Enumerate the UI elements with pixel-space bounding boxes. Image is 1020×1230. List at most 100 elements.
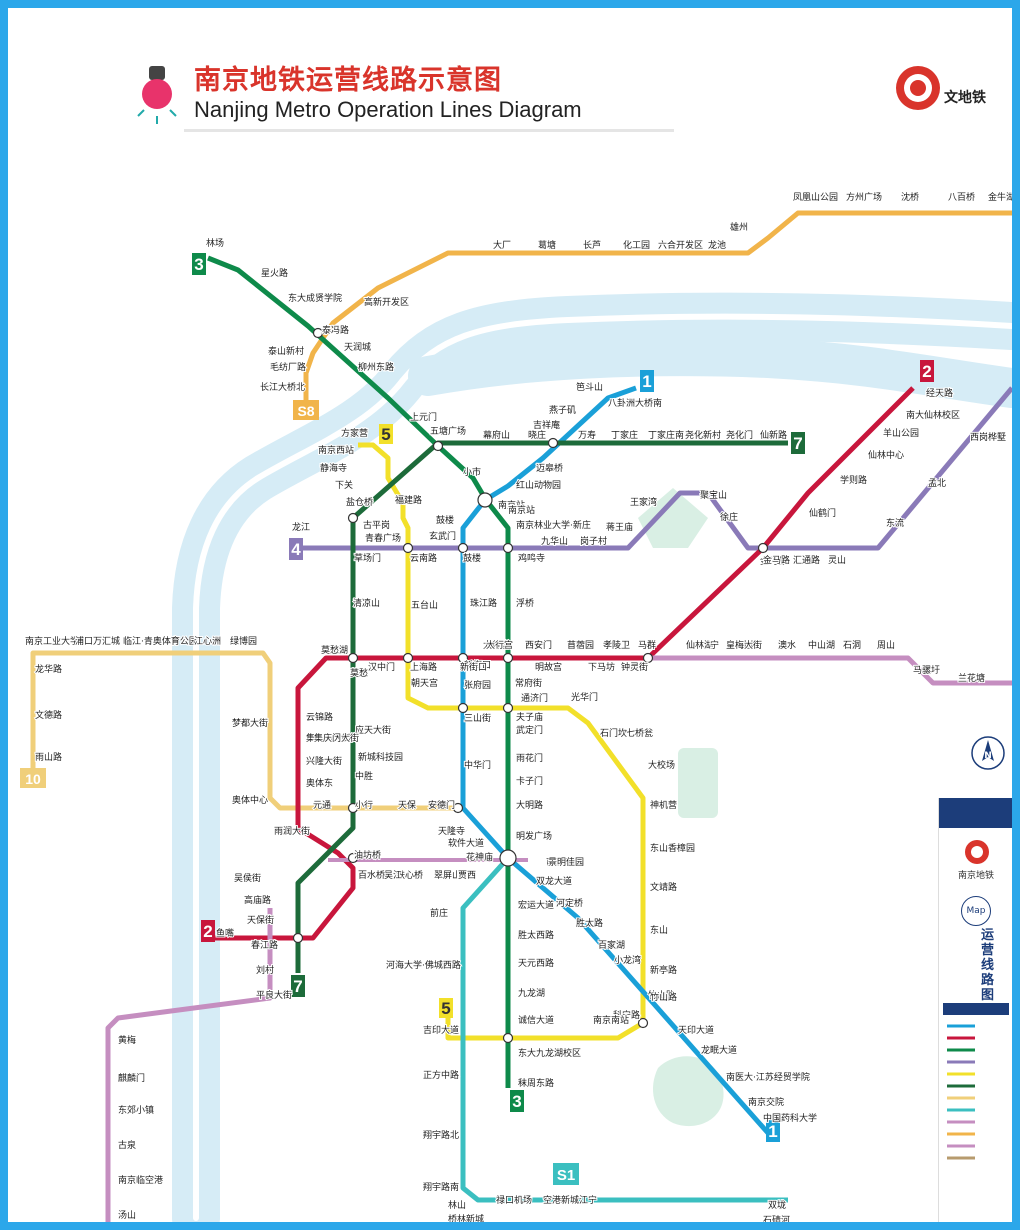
station-label[interactable]: 下马坊	[587, 660, 616, 674]
station-label[interactable]: 临江·青奥体育公园	[122, 634, 199, 648]
station-label[interactable]: 翔宇路南	[422, 1180, 460, 1194]
station-label[interactable]: 清凉山	[352, 596, 381, 610]
station-label[interactable]: 梦都大街	[231, 716, 269, 730]
station-label[interactable]: 卡子门	[515, 774, 544, 788]
line-10[interactable]	[30, 650, 458, 811]
station-label[interactable]: 百家湖	[597, 938, 626, 952]
station-label[interactable]: 花神庙	[465, 850, 494, 864]
line-7[interactable]	[295, 440, 788, 973]
station-label[interactable]: 吉祥庵	[532, 418, 561, 432]
station-label[interactable]: 九龙湖	[517, 986, 546, 1000]
station-label[interactable]: 鼓楼	[435, 513, 455, 527]
station-label[interactable]: 天润城	[343, 340, 372, 354]
station-label[interactable]: 南京林业大学·新庄	[515, 518, 592, 532]
station-label[interactable]: 学则路	[839, 473, 868, 487]
station-label[interactable]: 南京站	[507, 503, 536, 517]
station-label[interactable]: 中胜	[354, 769, 374, 783]
station-label[interactable]: 中山湖	[807, 638, 836, 652]
station-label[interactable]: 六合开发区	[657, 238, 704, 252]
station-label[interactable]: 兰花塘	[957, 671, 986, 685]
station-label[interactable]: 河定桥	[555, 896, 584, 910]
station-label[interactable]: 应天大街	[354, 723, 392, 737]
station-label[interactable]: 灵山	[827, 554, 847, 567]
station-label[interactable]: 金马郡	[759, 554, 788, 568]
station-label[interactable]: 聚宝山	[699, 488, 728, 502]
station-label[interactable]: 麒麟门	[117, 1071, 146, 1085]
station-label[interactable]: 吉印大道	[422, 1023, 460, 1037]
station-label[interactable]: 新城科技园	[357, 750, 404, 764]
station-label[interactable]: 天保	[397, 798, 417, 812]
station-label[interactable]: 八卦洲大桥南	[607, 396, 663, 410]
station-label[interactable]: 龙池	[707, 238, 727, 252]
station-label[interactable]: 鸡鸣寺	[517, 551, 546, 565]
station-label[interactable]: 胜太西路	[517, 928, 555, 942]
station-label[interactable]: 翠屏山	[433, 869, 462, 882]
station-label[interactable]: 云锦路	[305, 710, 334, 724]
line-s1[interactable]	[460, 856, 788, 1203]
station-label[interactable]: 八百桥	[947, 190, 976, 204]
station-label[interactable]: 经天路	[925, 386, 954, 400]
station-label[interactable]: 黄梅	[117, 1033, 137, 1047]
station-label[interactable]: 马骡圩	[912, 663, 941, 677]
station-label[interactable]: 下关	[334, 478, 354, 492]
station-label[interactable]: 羊山公园	[882, 426, 920, 440]
station-label[interactable]: 青春广场	[364, 531, 402, 545]
station-label[interactable]: 南京交院	[747, 1095, 785, 1109]
station-label[interactable]: 高新开发区	[363, 295, 410, 309]
station-label[interactable]: 鼓楼	[462, 551, 482, 565]
station-label[interactable]: 禄口机场	[495, 1193, 533, 1207]
station-label[interactable]: 天保街	[246, 913, 275, 927]
badge-line-4[interactable]: 4	[289, 538, 303, 560]
station-label[interactable]: 盐仓桥	[345, 495, 374, 509]
station-label[interactable]: 上海路	[409, 660, 438, 674]
station-label[interactable]: 元通	[312, 799, 332, 812]
station-label[interactable]: 雨山路	[34, 750, 63, 764]
station-label[interactable]: 通济门	[520, 691, 549, 705]
station-label[interactable]: 百水桥	[357, 868, 386, 882]
station-label[interactable]: 明发广场	[515, 829, 553, 843]
station-label[interactable]: 南京南站	[592, 1013, 630, 1027]
station-label[interactable]: 仙林湖	[685, 638, 714, 652]
station-label[interactable]: 长芦	[582, 238, 602, 252]
station-label[interactable]: 化工园	[622, 238, 651, 252]
station-label[interactable]: 天印大道	[677, 1023, 715, 1037]
station-label[interactable]: 澳水	[777, 638, 797, 652]
station-label[interactable]: 泰冯路	[321, 323, 350, 337]
station-label[interactable]: 九华山	[540, 534, 569, 548]
station-label[interactable]: 铁心桥	[395, 868, 424, 882]
station-label[interactable]: 金马路	[762, 553, 791, 567]
station-label[interactable]: 诚信大道	[517, 1013, 555, 1027]
station-label[interactable]: 南医大·江苏经贸学院	[725, 1070, 811, 1084]
station-label[interactable]: 光华门	[570, 690, 599, 704]
badge-line-3[interactable]: 3	[192, 253, 206, 275]
station-label[interactable]: 双垅	[767, 1198, 787, 1212]
station-label[interactable]: 金牛湖	[987, 190, 1012, 204]
station-label[interactable]: 东大成贤学院	[287, 291, 343, 305]
line-4[interactable]	[298, 386, 1012, 551]
station-label[interactable]: 马群	[637, 638, 657, 652]
station-label[interactable]: 玄武门	[428, 529, 457, 543]
line-s8[interactable]	[303, 210, 1012, 400]
station-label[interactable]: 大校场	[647, 758, 676, 772]
station-label[interactable]: 长江大桥北	[259, 380, 306, 394]
station-label[interactable]: 雨花门	[515, 751, 544, 765]
badge-line-10[interactable]: 10	[20, 768, 46, 788]
station-label[interactable]: 翔宇路北	[422, 1128, 460, 1142]
station-label[interactable]: 神机营	[649, 798, 678, 812]
station-label[interactable]: 莫愁湖	[320, 643, 349, 657]
station-label[interactable]: 石洞	[842, 639, 862, 652]
station-label[interactable]: 晓庄	[527, 428, 547, 442]
station-label[interactable]: 蒋王庙	[605, 520, 634, 534]
station-label[interactable]: 仙鹤门	[808, 506, 837, 520]
station-label[interactable]: 丁家庄	[610, 428, 639, 442]
station-label[interactable]: 南大仙林校区	[905, 408, 961, 422]
station-label[interactable]: 林山	[447, 1198, 467, 1212]
station-label[interactable]: 秣周东路	[517, 1076, 555, 1090]
badge-line-5[interactable]: 5	[379, 424, 393, 444]
station-label[interactable]: 石碛河	[762, 1213, 791, 1222]
station-label[interactable]: 常府街	[514, 676, 543, 690]
station-label[interactable]: 莫愁	[349, 666, 369, 680]
station-label[interactable]: 古平岗	[362, 518, 391, 532]
line-2[interactable]	[208, 386, 915, 941]
station-label[interactable]: 龙江	[291, 520, 311, 534]
